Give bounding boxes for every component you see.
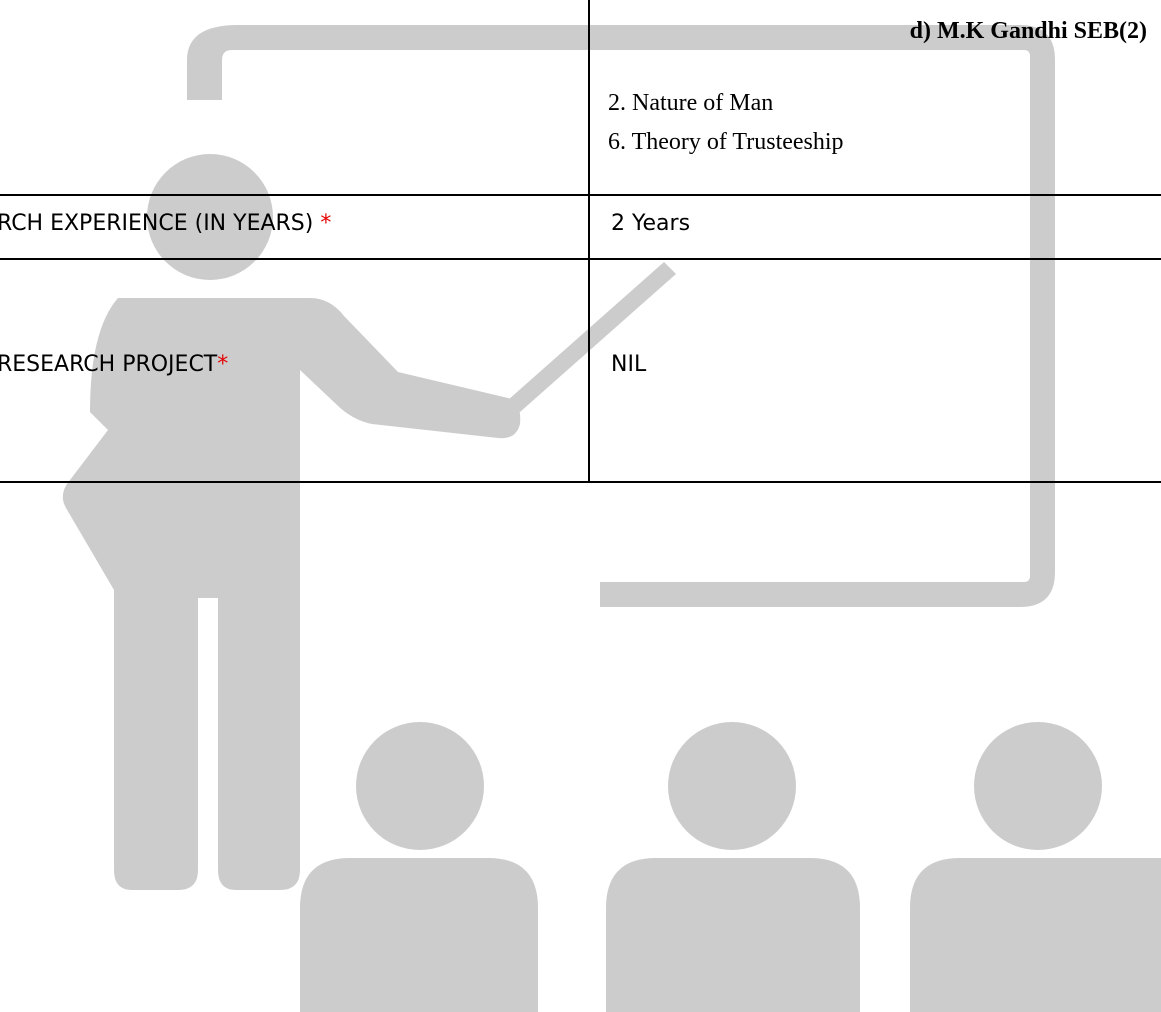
audience-body-3 — [910, 858, 1161, 1012]
required-mark: * — [320, 211, 332, 236]
presenter-head — [147, 154, 273, 280]
field-value-research-experience: 2 Years — [611, 211, 691, 236]
pointer-stick — [508, 262, 676, 412]
row-divider — [0, 194, 1161, 196]
audience-head-2 — [668, 722, 796, 850]
presenter-body — [62, 298, 521, 890]
audience-body-2 — [606, 858, 860, 1012]
list-item: 2. Nature of Man — [608, 90, 774, 116]
section-heading: d) M.K Gandhi SEB(2) — [909, 18, 1147, 44]
row-divider — [0, 258, 1161, 260]
field-label-research-experience: RCH EXPERIENCE (IN YEARS) * — [0, 211, 332, 236]
required-mark: * — [217, 352, 229, 377]
column-divider — [588, 0, 590, 483]
details-table: d) M.K Gandhi SEB(2) 2. Nature of Man 6.… — [0, 0, 1161, 483]
audience-body-1 — [300, 858, 538, 1012]
field-label-research-project: RESEARCH PROJECT* — [0, 352, 229, 377]
row-divider — [0, 481, 1161, 483]
audience-head-1 — [356, 722, 484, 850]
audience-head-3 — [974, 722, 1102, 850]
field-value-research-project: NIL — [611, 352, 647, 377]
list-item: 6. Theory of Trusteeship — [608, 129, 844, 155]
